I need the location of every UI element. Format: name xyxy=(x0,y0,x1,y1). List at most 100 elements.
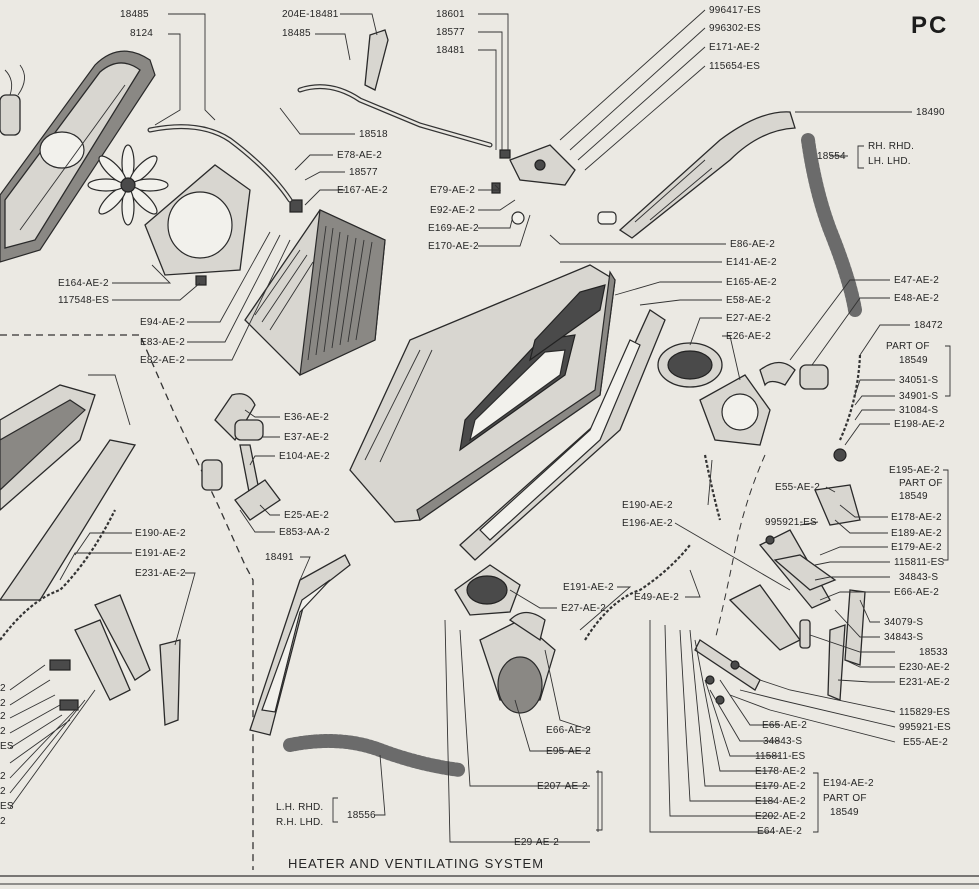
callout-label: E27-AE-2 xyxy=(726,313,771,324)
blower-motor xyxy=(0,64,25,136)
blower-housing xyxy=(0,50,156,263)
callout-label: E164-AE-2 xyxy=(58,278,109,289)
callout-label: E29-AE-2 xyxy=(514,837,559,848)
callout-label: E207-AE-2 xyxy=(537,781,588,792)
callout-label: 18472 xyxy=(914,320,943,331)
callout-label: E78-AE-2 xyxy=(337,150,382,161)
callout-label: 995921-ES xyxy=(899,722,951,733)
cable-E191 xyxy=(584,544,691,641)
callout-label: E190-AE-2 xyxy=(622,500,673,511)
part-of-note: PART OF xyxy=(899,478,943,489)
callout-label: 34901-S xyxy=(899,391,939,402)
floor-outlet-E27 xyxy=(454,564,556,714)
leader-lines xyxy=(9,9,951,843)
callout-label: E194-AE-2 xyxy=(823,778,874,789)
part-of-note: PART OF xyxy=(886,341,930,352)
callout-label: E86-AE-2 xyxy=(730,239,775,250)
callout-label: 18485 xyxy=(282,28,311,39)
hose-note: RH. RHD. xyxy=(868,141,915,152)
tubes-E36-E37-E104 xyxy=(201,393,281,521)
fan-shroud-plate xyxy=(144,164,251,286)
callout-label: E141-AE-2 xyxy=(726,257,777,268)
heater-hose-top xyxy=(147,29,493,203)
callout-label: 115811-ES xyxy=(755,751,806,762)
water-valve xyxy=(491,144,576,225)
callout-label: E230-AE-2 xyxy=(899,662,950,673)
callout-label: 8124 xyxy=(130,28,154,39)
part-of-note: 18549 xyxy=(899,355,928,366)
callout-label: E169-AE-2 xyxy=(428,223,479,234)
heater-case-E165 xyxy=(349,264,616,523)
callout-label: 18518 xyxy=(359,129,388,140)
callout-label: E94-AE-2 xyxy=(140,317,185,328)
callout-label: E55-AE-2 xyxy=(775,482,820,493)
callout-label: 18601 xyxy=(436,9,465,20)
hose-note: R.H. LHD. xyxy=(276,817,324,828)
fan-blade xyxy=(87,144,169,226)
callout-label: E170-AE-2 xyxy=(428,241,479,252)
edge-fragment: 2 xyxy=(0,771,6,782)
defroster-nozzle-18490 xyxy=(597,111,796,239)
callout-label: E25-AE-2 xyxy=(284,510,329,521)
callout-label: E79-AE-2 xyxy=(430,185,475,196)
cable-18472 xyxy=(838,354,862,441)
callout-label: E36-AE-2 xyxy=(284,412,329,423)
callout-label: 34079-S xyxy=(884,617,924,628)
callout-label: 115654-ES xyxy=(709,61,761,72)
edge-fragment: ES xyxy=(0,801,14,812)
callout-label: 18533 xyxy=(919,647,948,658)
callout-label: 34051-S xyxy=(899,375,939,386)
callout-label: E189-AE-2 xyxy=(891,528,942,539)
hose-18554 xyxy=(801,133,862,317)
callout-label: E37-AE-2 xyxy=(284,432,329,443)
edge-fragment: 2 xyxy=(0,683,6,694)
lower-left-levers xyxy=(49,594,181,726)
callout-label: 995921-ES xyxy=(765,517,817,528)
edge-fragment: 2 xyxy=(0,698,6,709)
callout-label: E190-AE-2 xyxy=(135,528,186,539)
callout-label: E66-AE-2 xyxy=(894,587,939,598)
section-divider xyxy=(0,334,254,870)
callout-label: 18491 xyxy=(265,552,294,563)
callout-label: E64-AE-2 xyxy=(757,826,802,837)
callout-label: 204E-18481 xyxy=(282,9,339,20)
callout-label: E104-AE-2 xyxy=(279,451,330,462)
callout-label: E26-AE-2 xyxy=(726,331,771,342)
callout-label: 18554 xyxy=(817,151,846,162)
callout-label: E178-AE-2 xyxy=(755,766,806,777)
callout-label: E853-AA-2 xyxy=(279,527,330,538)
part-of-note: 18549 xyxy=(899,491,928,502)
callout-label: E191-AE-2 xyxy=(563,582,614,593)
seal-gasket-E58 xyxy=(459,309,666,561)
callout-label: 117548-ES xyxy=(58,295,110,306)
part-of-note: PART OF xyxy=(823,793,867,804)
callout-label: E47-AE-2 xyxy=(894,275,939,286)
callout-label: E202-AE-2 xyxy=(755,811,806,822)
hose-note: L.H. RHD. xyxy=(276,802,324,813)
edge-fragment: 2 xyxy=(0,711,6,722)
control-levers-right xyxy=(694,448,866,705)
heater-core xyxy=(244,199,386,377)
callout-label: E95-AE-2 xyxy=(546,746,591,757)
edge-fragment: ES xyxy=(0,741,14,752)
callout-label: E231-AE-2 xyxy=(899,677,950,688)
defroster-nozzle-18491 xyxy=(249,554,351,736)
callout-label: E184-AE-2 xyxy=(755,796,806,807)
callout-label: E49-AE-2 xyxy=(634,592,679,603)
callout-label: 34843-S xyxy=(763,736,803,747)
duct-collar-E27 xyxy=(657,342,723,388)
callout-label: 18481 xyxy=(436,45,465,56)
lower-left-duct xyxy=(0,384,137,641)
hose-18556 xyxy=(283,734,467,777)
callout-label: E179-AE-2 xyxy=(755,781,806,792)
diagram-caption: HEATER AND VENTILATING SYSTEM xyxy=(288,856,545,871)
callout-label: 18490 xyxy=(916,107,945,118)
edge-fragment: 2 xyxy=(0,816,6,827)
callout-label: E165-AE-2 xyxy=(726,277,777,288)
callout-label: E58-AE-2 xyxy=(726,295,771,306)
callout-label: 34843-S xyxy=(899,572,939,583)
edge-fragment: 2 xyxy=(0,726,6,737)
callout-label: 18577 xyxy=(436,27,465,38)
duct-flange-E26 xyxy=(699,374,771,446)
